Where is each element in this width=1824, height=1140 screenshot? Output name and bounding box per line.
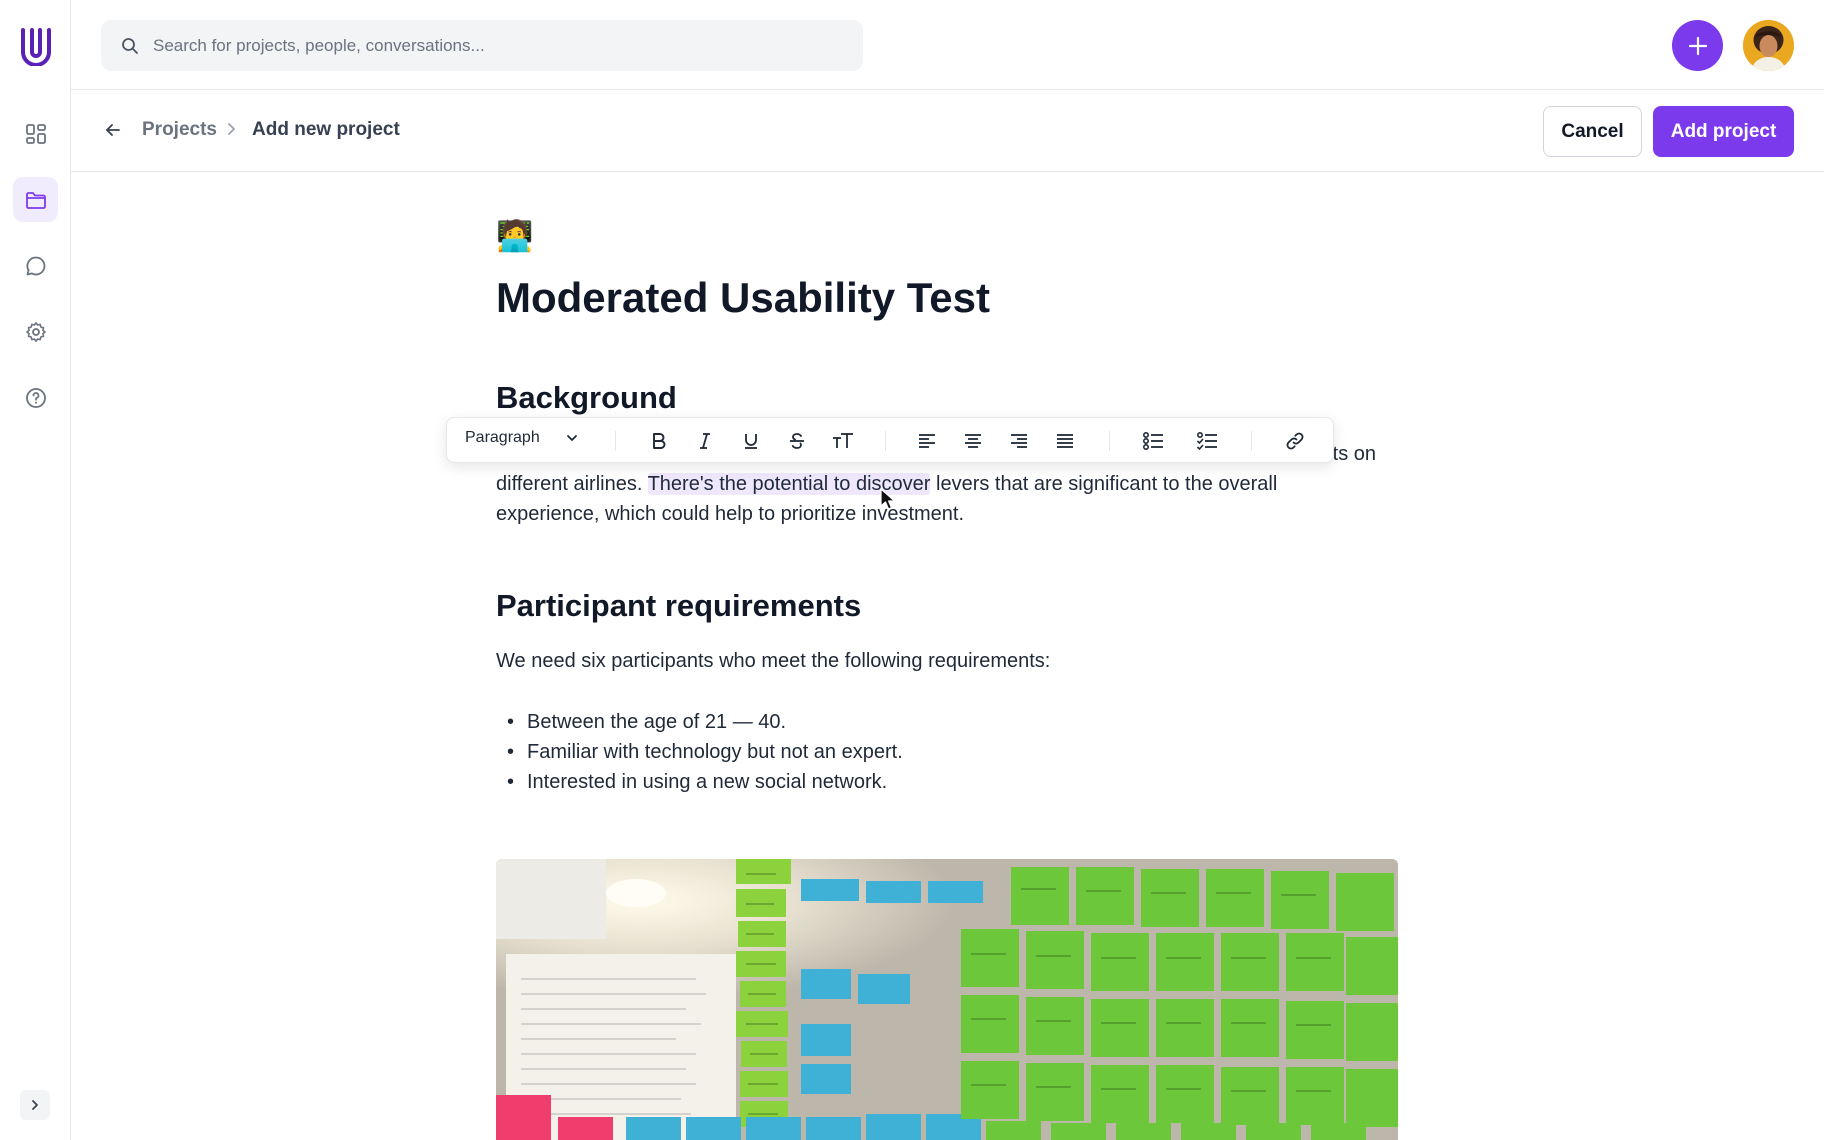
align-justify-icon: [1057, 434, 1073, 448]
bold-button[interactable]: [647, 429, 671, 453]
bullet-list-icon: [1142, 431, 1163, 451]
sticky-notes-photo: [496, 859, 1398, 1140]
cancel-button[interactable]: Cancel: [1543, 106, 1642, 157]
search-input[interactable]: [153, 35, 803, 56]
background-paragraph[interactable]: different airlines. There's the potentia…: [496, 469, 1396, 499]
avatar-image: [1743, 20, 1794, 71]
sidebar-item-projects[interactable]: [13, 177, 58, 222]
help-icon: [25, 387, 46, 408]
participants-heading[interactable]: Participant requirements: [496, 588, 862, 623]
underline-button[interactable]: [739, 429, 763, 453]
bold-icon: [653, 433, 666, 449]
chevron-right-icon: [32, 1100, 38, 1110]
chat-icon: [25, 256, 45, 275]
page-title[interactable]: Moderated Usability Test: [496, 274, 990, 321]
search-bar[interactable]: [101, 20, 863, 71]
dashboard-icon: [25, 123, 46, 144]
logo-icon: [20, 27, 51, 66]
arrow-left-icon: [106, 124, 120, 136]
toolbar-divider: [1251, 431, 1252, 451]
sidebar: [0, 0, 71, 1140]
block-type-value: Paragraph: [465, 429, 540, 446]
page-header: Projects Add new project Cancel Add proj…: [71, 90, 1824, 172]
check-list-button[interactable]: [1195, 429, 1219, 453]
project-emoji[interactable]: 🧑‍💻: [496, 220, 534, 253]
project-image[interactable]: [496, 859, 1398, 1140]
search-icon: [122, 37, 138, 54]
list-item[interactable]: Interested in using a new social network…: [496, 767, 903, 797]
align-right-icon: [1011, 434, 1027, 448]
bullet-list-button[interactable]: [1141, 429, 1165, 453]
chevron-down-icon: [567, 435, 577, 441]
italic-button[interactable]: [693, 429, 717, 453]
toolbar-divider: [885, 431, 886, 451]
topbar: [71, 0, 1824, 90]
align-justify-button[interactable]: [1053, 429, 1077, 453]
plus-icon: [1688, 36, 1707, 55]
selected-text: There's the potential to discover: [647, 473, 931, 495]
folder-icon: [25, 191, 46, 209]
text-size-button[interactable]: [831, 429, 855, 453]
align-right-button[interactable]: [1007, 429, 1031, 453]
sidebar-expand-button[interactable]: [20, 1090, 50, 1120]
align-left-icon: [919, 434, 935, 448]
app-logo[interactable]: [10, 20, 61, 71]
toolbar-divider: [1109, 431, 1110, 451]
requirements-list[interactable]: Between the age of 21 — 40. Familiar wit…: [496, 707, 903, 797]
formatting-toolbar: Paragraph: [446, 417, 1334, 463]
align-left-button[interactable]: [915, 429, 939, 453]
sidebar-item-dashboard[interactable]: [13, 111, 58, 156]
underline-icon: [745, 434, 757, 449]
background-text: different airlines.: [496, 473, 648, 495]
strikethrough-button[interactable]: [785, 429, 809, 453]
settings-icon: [25, 321, 46, 342]
create-button[interactable]: [1672, 20, 1723, 71]
background-line-1-tail[interactable]: ts on: [1332, 443, 1376, 465]
link-icon: [1286, 432, 1304, 450]
text-size-icon: [833, 433, 853, 448]
participants-intro[interactable]: We need six participants who meet the fo…: [496, 650, 1051, 672]
mouse-cursor-icon: [880, 488, 898, 517]
block-type-select[interactable]: Paragraph: [465, 429, 579, 447]
breadcrumb-projects-link[interactable]: Projects: [142, 119, 217, 140]
italic-icon: [700, 433, 710, 449]
add-project-button[interactable]: Add project: [1653, 106, 1794, 157]
background-heading[interactable]: Background: [496, 380, 677, 415]
sidebar-item-help[interactable]: [13, 375, 58, 420]
toolbar-divider: [615, 431, 616, 451]
list-item[interactable]: Familiar with technology but not an expe…: [496, 737, 903, 767]
back-button[interactable]: [101, 118, 125, 142]
background-line-3[interactable]: experience, which could help to prioriti…: [496, 503, 965, 525]
align-center-button[interactable]: [961, 429, 985, 453]
sidebar-item-conversations[interactable]: [13, 243, 58, 288]
check-list-icon: [1196, 431, 1217, 451]
sidebar-item-settings[interactable]: [13, 309, 58, 354]
breadcrumb-current: Add new project: [252, 119, 400, 140]
user-avatar[interactable]: [1743, 20, 1794, 71]
strikethrough-icon: [790, 433, 804, 449]
align-center-icon: [965, 434, 981, 448]
chevron-right-icon: [224, 120, 238, 143]
link-button[interactable]: [1283, 429, 1307, 453]
background-text: levers that are significant to the overa…: [930, 473, 1278, 495]
list-item[interactable]: Between the age of 21 — 40.: [496, 707, 903, 737]
